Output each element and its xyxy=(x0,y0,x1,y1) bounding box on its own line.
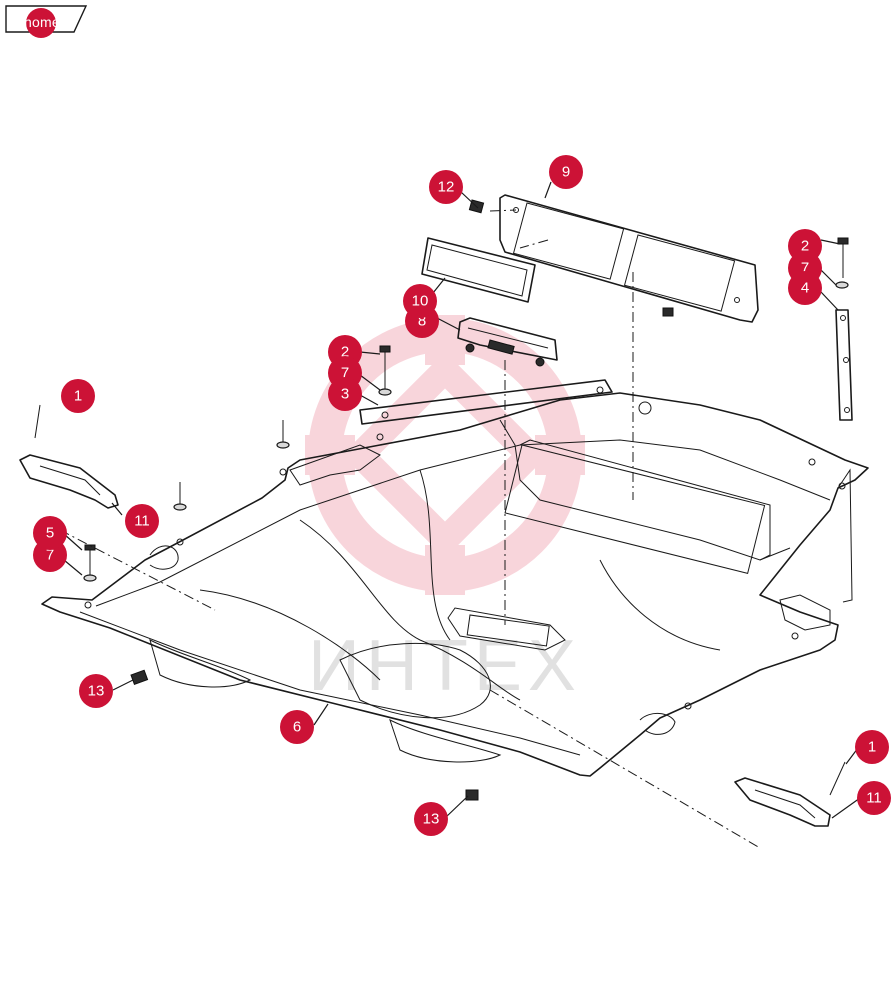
callout-3-mid-label: 3 xyxy=(341,386,349,403)
callout-1-right[interactable]: 1 xyxy=(855,730,889,764)
callout-5-left[interactable]: 5 xyxy=(33,516,67,550)
callout-13-left-label: 13 xyxy=(88,683,105,700)
home-tab[interactable]: home xyxy=(4,4,88,38)
lens xyxy=(421,237,536,303)
callout-3-mid[interactable]: 3 xyxy=(328,377,362,411)
watermark-text: ИНТЕХ xyxy=(308,626,582,706)
callout-5-left-label: 5 xyxy=(46,525,54,542)
leader-lines xyxy=(63,181,861,819)
alignment-lines xyxy=(59,209,761,849)
callout-11-left[interactable]: 11 xyxy=(125,504,159,538)
callout-6-label: 6 xyxy=(293,719,301,736)
rear-rail xyxy=(359,345,613,425)
callout-2-mid-label: 2 xyxy=(341,344,349,361)
home-label: home xyxy=(24,14,60,30)
callout-13-left[interactable]: 13 xyxy=(79,674,113,708)
watermark: ИНТЕХ xyxy=(305,315,585,706)
callout-11-left-label: 11 xyxy=(134,513,150,530)
left-grab-handle xyxy=(19,404,119,509)
callout-6[interactable]: 6 xyxy=(280,710,314,744)
callout-1-left-label: 1 xyxy=(74,388,82,405)
callout-8-label: 8 xyxy=(418,313,426,330)
callout-4-right[interactable]: 4 xyxy=(788,271,822,305)
callout-12[interactable]: 12 xyxy=(429,170,463,204)
callout-11-right-label: 11 xyxy=(866,790,882,807)
callout-10[interactable]: 10 xyxy=(403,284,437,318)
callout-13-bottom-label: 13 xyxy=(423,811,440,828)
right-grab-handle xyxy=(734,761,846,827)
callout-1-right-label: 1 xyxy=(868,739,876,756)
home-dot xyxy=(26,8,56,38)
callout-2-right-label: 2 xyxy=(801,238,809,255)
dome-lamp xyxy=(457,317,558,367)
callout-4-right-label: 4 xyxy=(801,280,809,297)
callout-13-bottom[interactable]: 13 xyxy=(414,802,448,836)
cover-plate xyxy=(499,194,759,323)
callout-11-right[interactable]: 11 xyxy=(857,781,891,815)
callout-1-left[interactable]: 1 xyxy=(61,379,95,413)
headliner-panel xyxy=(41,392,869,777)
side-strip xyxy=(835,237,853,421)
callout-9[interactable]: 9 xyxy=(549,155,583,189)
callout-12-label: 12 xyxy=(438,179,455,196)
callout-7-left-label: 7 xyxy=(46,547,54,564)
callout-9-label: 9 xyxy=(562,164,570,181)
callout-7-mid-label: 7 xyxy=(341,365,349,382)
callout-10-label: 10 xyxy=(412,293,429,310)
left-screws xyxy=(83,199,674,801)
callout-7-right-label: 7 xyxy=(801,260,809,277)
